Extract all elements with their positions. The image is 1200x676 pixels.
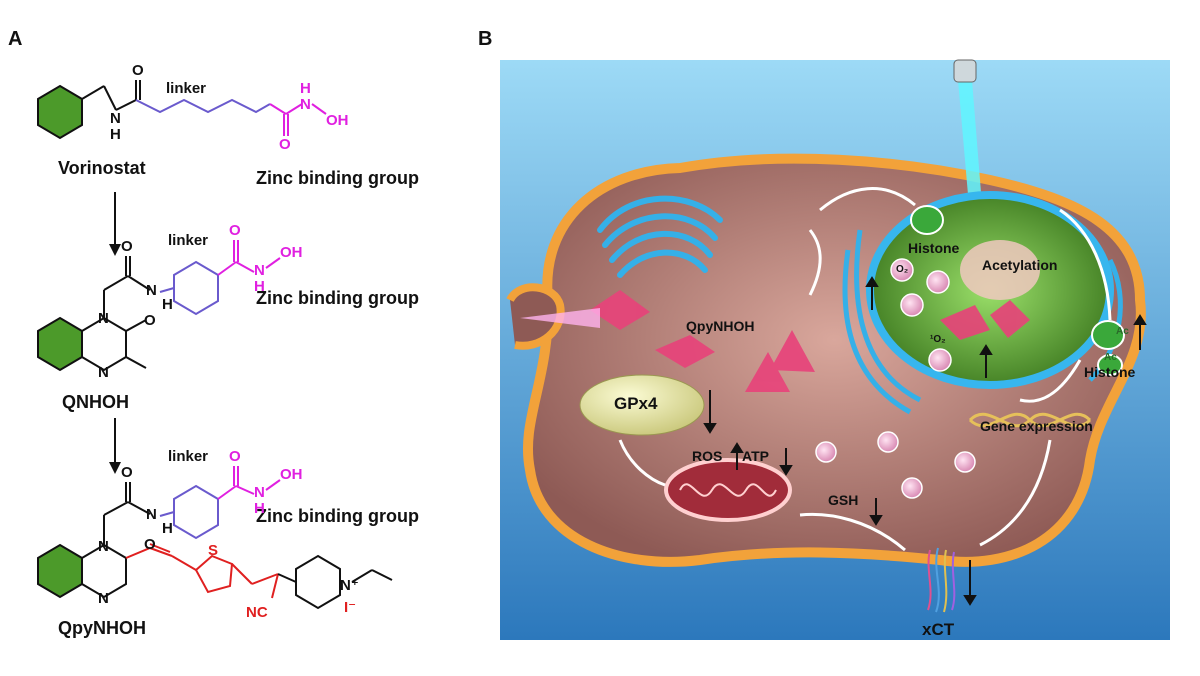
xct-label: xCT [922,620,955,639]
histone-label-right: Histone [1084,364,1136,380]
atom-n-4: N [146,282,157,299]
acetyl-label-1: Ac [1116,326,1129,337]
compound-name-qnhoh: QNHOH [62,392,129,412]
atom-n-7: N [254,484,265,501]
pyridinium-ring [295,554,341,610]
gsh-label: GSH [828,492,859,508]
golgi-apparatus [597,195,723,278]
atom-o-3: O [229,222,241,239]
atom-oh-3: OH [280,466,303,483]
atom-iodide: I⁻ [344,599,357,616]
qpynhoh-structure [37,466,393,610]
flow-arrows [618,187,1112,552]
atom-o-6: O [229,448,241,465]
atom-oh-2: OH [280,244,303,261]
atom-n-9: N [98,538,109,555]
histone-top [910,205,944,235]
atom-h-3: H [254,278,265,295]
atom-s: S [208,542,219,559]
atom-o-1: O [132,62,144,79]
dna-helix [968,412,1092,428]
oxygen-label: O₂ [896,264,909,275]
panel-a-label: A [8,28,23,50]
atom-n-2: N [300,96,311,113]
atom-n-10: N [98,590,109,607]
atom-h-5: H [254,500,265,517]
linker-label-2: linker [168,232,209,249]
qpynhoh-molecule-label: QpyNHOH [686,318,755,334]
thiophene-ring [194,554,234,594]
linker-chain-1 [135,98,271,114]
atom-oh-1: OH [326,112,349,129]
zinc-binding-group-label-3: Zinc binding group [256,506,419,526]
atom-h-4: H [162,296,173,313]
atom-h-1: H [110,126,121,143]
laser-emitter [953,59,977,83]
histone-right-2 [1097,354,1123,376]
singlet-oxygen-label: ¹O₂ [930,334,946,345]
atom-h-2: H [300,80,311,97]
atom-n-8: N [146,506,157,523]
regulation-arrows [703,276,1147,606]
compound-name-qpynhoh: QpyNHOH [58,618,147,638]
vorinostat-structure [37,80,327,140]
qnhoh-structure [37,240,281,372]
pink-light-flare [520,308,600,328]
atom-o-5: O [144,312,156,329]
xct-transporter [927,547,956,613]
atom-o-2: O [279,136,291,153]
atom-n-5: N [98,310,109,327]
zinc-binding-group-label-2: Zinc binding group [256,288,419,308]
photosensitizer-crystals [590,290,1030,392]
atom-n-3: N [254,262,265,279]
oxygen-bubbles [815,258,976,499]
linker-label-1: linker [166,80,207,97]
atom-o-8: O [144,536,156,553]
gene-expression-label: Gene expression [980,418,1093,434]
atom-o-7: O [121,464,133,481]
atom-n-plus: N⁺ [340,577,359,594]
acetylation-label: Acetylation [982,257,1058,273]
histone-right [1091,320,1125,350]
histone-label-top: Histone [908,240,960,256]
gpx4-body [579,374,705,436]
panel-b-label: B [478,28,493,50]
nucleolus [960,240,1040,300]
atom-nc: NC [246,604,268,621]
panel-a-structures [37,80,393,610]
linker-label-3: linker [168,448,209,465]
acetyl-label-2: Ac [1104,352,1117,363]
compound-name-vorinostat: Vorinostat [58,158,146,178]
atom-n-1: N [110,110,121,127]
zinc-binding-group-label-1: Zinc binding group [256,168,419,188]
gpx4-label: GPx4 [614,394,658,413]
ros-label: ROS [692,448,723,464]
atom-o-4: O [121,238,133,255]
atom-n-6: N [98,364,109,381]
atom-h-6: H [162,520,173,537]
atp-label: ATP [742,448,769,464]
